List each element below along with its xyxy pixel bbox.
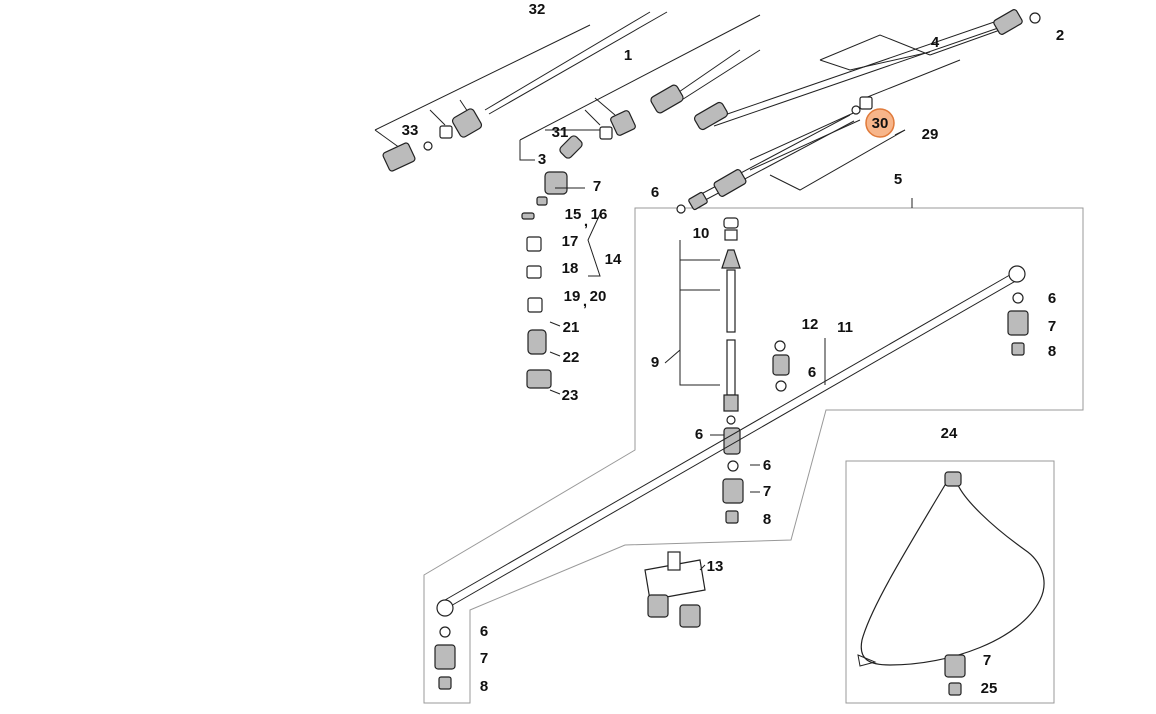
highlight-marker	[865, 108, 895, 138]
callout-9[interactable]: 9	[651, 354, 659, 371]
callout-6[interactable]: 6	[808, 364, 816, 381]
callout-7[interactable]: 7	[1048, 318, 1056, 335]
callout-15[interactable]: 15	[565, 206, 582, 223]
callout-31[interactable]: 31	[552, 124, 569, 141]
callout-18[interactable]: 18	[562, 260, 579, 277]
callout-6[interactable]: 6	[695, 426, 703, 443]
callout-14[interactable]: 14	[605, 251, 622, 268]
leader-lines	[549, 129, 913, 571]
callout-24[interactable]: 24	[941, 425, 958, 442]
callout-17[interactable]: 17	[562, 233, 579, 250]
callout-30[interactable]: 30	[872, 115, 889, 132]
assembly-24-frame	[845, 460, 1055, 704]
callout-23[interactable]: 23	[562, 387, 579, 404]
callout-19[interactable]: 19	[564, 288, 581, 305]
callout-7[interactable]: 7	[983, 652, 991, 669]
callout-7[interactable]: 7	[593, 178, 601, 195]
wand-tubes	[374, 11, 1005, 207]
callout-8[interactable]: 8	[1048, 343, 1056, 360]
comma: ,	[584, 213, 588, 230]
callout-10[interactable]: 10	[693, 225, 710, 242]
callout-20[interactable]: 20	[590, 288, 607, 305]
callout-29[interactable]: 29	[922, 126, 939, 143]
comma: ,	[583, 293, 587, 310]
callout-6[interactable]: 6	[480, 623, 488, 640]
callout-33[interactable]: 33	[402, 122, 419, 139]
callout-2[interactable]: 2	[1056, 27, 1064, 44]
callout-32[interactable]: 32	[529, 1, 546, 18]
callout-13[interactable]: 13	[707, 558, 724, 575]
callout-7[interactable]: 7	[763, 483, 771, 500]
callout-4[interactable]: 4	[931, 34, 940, 51]
callout-1[interactable]: 1	[624, 47, 632, 64]
callout-16[interactable]: 16	[591, 206, 608, 223]
callout-8[interactable]: 8	[480, 678, 488, 695]
callout-8[interactable]: 8	[763, 511, 771, 528]
callout-21[interactable]: 21	[563, 319, 580, 336]
callout-6[interactable]: 6	[763, 457, 771, 474]
assembly-5-frame	[423, 207, 1084, 704]
callout-7[interactable]: 7	[480, 650, 488, 667]
callout-labels: 32 1 4 2 33 31 3 30 29 7 6 5 15 16 17 14…	[402, 1, 1065, 697]
callout-6[interactable]: 6	[1048, 290, 1056, 307]
callout-25[interactable]: 25	[981, 680, 998, 697]
callout-11[interactable]: 11	[837, 319, 853, 336]
parts	[382, 9, 1045, 696]
callout-12[interactable]: 12	[802, 316, 819, 333]
callout-6[interactable]: 6	[651, 184, 659, 201]
callout-22[interactable]: 22	[563, 349, 580, 366]
callout-5[interactable]: 5	[894, 171, 902, 188]
callout-3[interactable]: 3	[538, 151, 546, 168]
